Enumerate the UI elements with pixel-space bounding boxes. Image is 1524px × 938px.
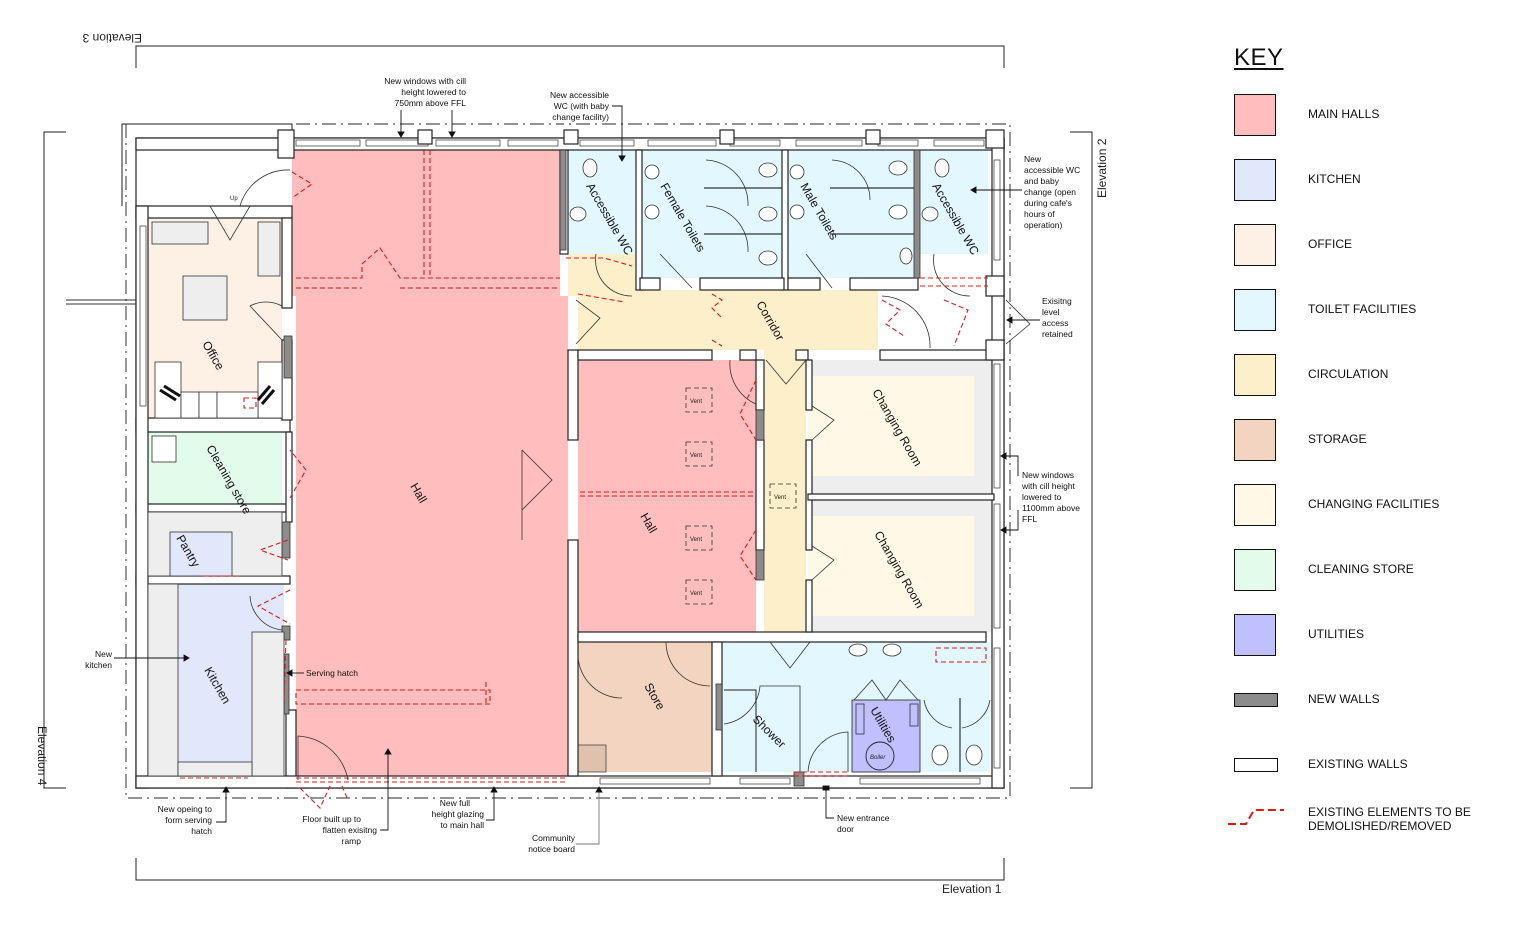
svg-text:ramp: ramp	[342, 836, 362, 846]
svg-text:to main hall: to main hall	[441, 820, 485, 830]
svg-text:access: access	[1042, 318, 1068, 328]
legend-item-main-halls: MAIN HALLS	[1234, 94, 1524, 138]
svg-text:New entrance: New entrance	[837, 813, 890, 823]
porch-outline	[121, 123, 293, 206]
swatch-main-halls	[1234, 94, 1276, 136]
svg-text:operation): operation)	[1024, 220, 1062, 230]
legend-title: KEY	[1234, 44, 1284, 71]
swatch-office	[1234, 224, 1276, 266]
top-windows	[139, 139, 1001, 785]
legend-item-toilet-facilities: TOILET FACILITIES	[1234, 289, 1524, 333]
legend-item-demolished: EXISTING ELEMENTS TO BE DEMOLISHED/REMOV…	[1228, 796, 1524, 840]
svg-text:accessible WC: accessible WC	[1024, 165, 1080, 175]
legend-item-new-walls: NEW WALLS	[1234, 679, 1524, 723]
svg-text:FFL: FFL	[1022, 514, 1037, 524]
legend-item-kitchen: KITCHEN	[1234, 159, 1524, 203]
elevation-frames	[43, 45, 1093, 881]
swatch-cleaning-store	[1234, 549, 1276, 591]
svg-text:level: level	[1042, 307, 1060, 317]
label-up: Up	[230, 196, 238, 202]
vents: Vent Vent Vent Vent Vent	[685, 387, 797, 605]
vent-label: Vent	[690, 537, 702, 543]
room-corridor[interactable]	[568, 254, 878, 632]
swatch-toilet-facilities	[1234, 289, 1276, 331]
svg-text:New: New	[1024, 154, 1042, 164]
new-walls	[281, 149, 921, 787]
room-hall-main[interactable]	[292, 150, 568, 780]
vent-label: Vent	[690, 453, 702, 459]
room-changing-1[interactable]	[808, 376, 974, 476]
demolition-elements	[180, 150, 988, 809]
svg-text:Serving hatch: Serving hatch	[306, 668, 358, 678]
elevation-1-label: Elevation 1	[942, 882, 1002, 896]
svg-text:Floor built up to: Floor built up to	[302, 814, 361, 824]
svg-text:during cafe's: during cafe's	[1024, 198, 1072, 208]
svg-text:change (open: change (open	[1024, 187, 1076, 197]
sink-icon	[151, 435, 177, 463]
swatch-kitchen	[1234, 159, 1276, 201]
legend-item-cleaning-store: CLEANING STORE	[1234, 549, 1524, 593]
svg-text:kitchen: kitchen	[85, 660, 112, 670]
demolition-line-icon	[1228, 809, 1284, 825]
svg-text:Exisitng: Exisitng	[1042, 296, 1072, 306]
label-boiler: Boiler	[870, 755, 886, 761]
site-boundary-line	[125, 123, 1011, 799]
svg-text:hours of: hours of	[1024, 209, 1055, 219]
vent-label: Vent	[690, 399, 702, 405]
svg-text:New windows with cill: New windows with cill	[384, 76, 466, 86]
room-accessible-wc-right[interactable]	[920, 150, 988, 254]
svg-text:750mm above FFL: 750mm above FFL	[395, 98, 467, 108]
swatch-storage	[1234, 419, 1276, 461]
elevation-2-label: Elevation 2	[1095, 138, 1109, 198]
office-furniture	[151, 221, 283, 419]
svg-text:with cill height: with cill height	[1021, 481, 1076, 491]
svg-text:notice board: notice board	[528, 844, 575, 854]
vent-label: Vent	[690, 591, 702, 597]
legend-item-circulation: CIRCULATION	[1234, 354, 1524, 398]
swatch-existing-walls	[1234, 758, 1278, 772]
door-swings	[203, 159, 1031, 781]
legend-item-existing-walls: EXISTING WALLS	[1234, 744, 1524, 788]
swatch-new-walls	[1234, 693, 1278, 707]
svg-text:WC (with baby: WC (with baby	[554, 101, 610, 111]
elevation-4-label: Elevation 4	[35, 726, 49, 786]
boiler-icon	[865, 741, 895, 771]
svg-text:New opeing to: New opeing to	[158, 804, 213, 814]
legend-item-utilities: UTILITIES	[1234, 614, 1524, 658]
svg-text:and baby: and baby	[1024, 176, 1060, 186]
swatch-changing-facilities	[1234, 484, 1276, 526]
svg-text:New accessible: New accessible	[550, 90, 609, 100]
svg-text:height lowered to: height lowered to	[401, 87, 466, 97]
svg-text:change facility): change facility)	[552, 112, 609, 122]
annotation-leaders	[114, 105, 1040, 845]
room-changing-2[interactable]	[808, 516, 974, 616]
existing-walls	[135, 137, 1005, 789]
svg-text:New: New	[95, 649, 113, 659]
legend: KEY MAIN HALLS KITCHEN OFFICE TOILET FAC…	[1228, 44, 1514, 833]
svg-text:New full: New full	[440, 798, 470, 808]
svg-text:flatten exisitng: flatten exisitng	[323, 825, 378, 835]
annotations: New windows with cill height lowered to …	[85, 76, 1080, 854]
svg-text:lowered to: lowered to	[1022, 492, 1061, 502]
kitchen-worktops	[147, 511, 285, 777]
svg-text:retained: retained	[1042, 329, 1073, 339]
vent-label: Vent	[774, 495, 786, 501]
legend-item-office: OFFICE	[1234, 224, 1524, 268]
svg-text:door: door	[837, 824, 854, 834]
room-accessible-wc-left[interactable]	[566, 150, 638, 254]
legend-item-changing-facilities: CHANGING FACILITIES	[1234, 484, 1524, 528]
elevation-3-label: Elevation 3	[82, 31, 142, 45]
svg-text:1100mm above: 1100mm above	[1022, 503, 1080, 513]
svg-text:Community: Community	[532, 833, 576, 843]
svg-text:form serving: form serving	[165, 815, 212, 825]
svg-text:height glazing: height glazing	[432, 809, 485, 819]
wc-fixtures	[569, 158, 983, 766]
swatch-circulation	[1234, 354, 1276, 396]
legend-item-storage: STORAGE	[1234, 419, 1524, 463]
svg-text:New windows: New windows	[1022, 470, 1074, 480]
swatch-utilities	[1234, 614, 1276, 656]
svg-text:hatch: hatch	[191, 826, 212, 836]
